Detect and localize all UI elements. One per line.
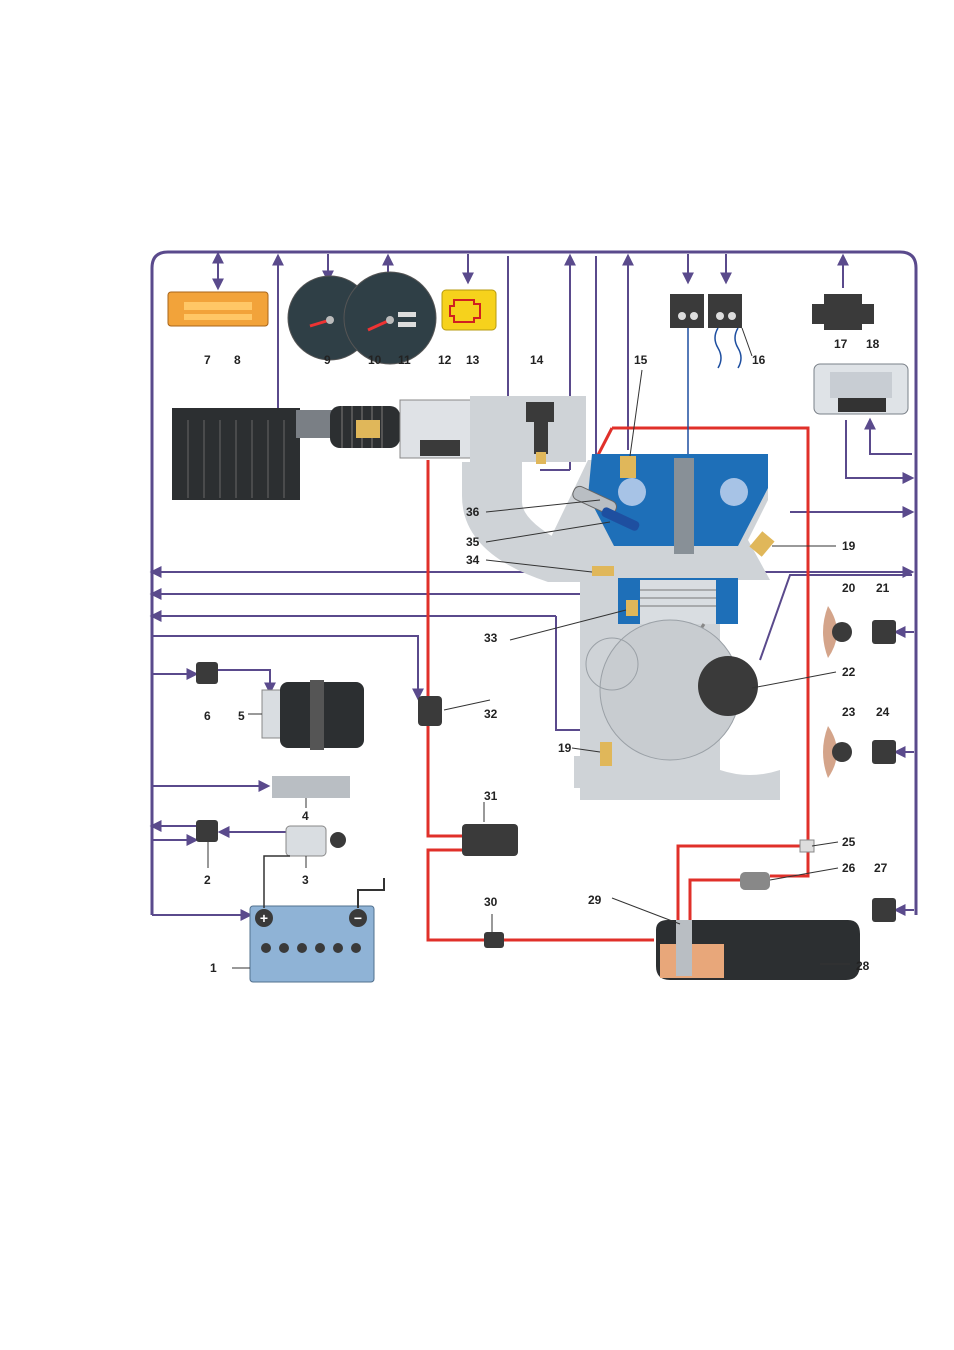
label-17: 17 xyxy=(834,337,848,351)
label-5: 5 xyxy=(238,709,245,723)
label-12: 12 xyxy=(438,353,452,367)
label-1: 1 xyxy=(210,961,217,975)
label-25: 25 xyxy=(842,835,856,849)
label-14: 14 xyxy=(530,353,544,367)
label-34: 34 xyxy=(466,553,480,567)
label-26: 26 xyxy=(842,861,856,875)
label-20: 20 xyxy=(842,581,856,595)
label-6: 6 xyxy=(204,709,211,723)
label-28: 28 xyxy=(856,959,870,973)
main-relay xyxy=(812,294,874,330)
diagnostic-connector xyxy=(168,292,268,326)
label-30: 30 xyxy=(484,895,498,909)
label-10: 10 xyxy=(368,353,382,367)
left-bus-connections xyxy=(152,572,912,915)
label-33: 33 xyxy=(484,631,498,645)
label-19-lower: 19 xyxy=(558,741,572,755)
label-22: 22 xyxy=(842,665,856,679)
label-23: 23 xyxy=(842,705,856,719)
label-35: 35 xyxy=(466,535,480,549)
engine-control-unit xyxy=(814,364,908,414)
label-19: 19 xyxy=(842,539,856,553)
check-engine-lamp xyxy=(442,290,496,330)
air-filter xyxy=(172,408,300,500)
label-9: 9 xyxy=(324,353,331,367)
label-13: 13 xyxy=(466,353,480,367)
signal-bus-frame xyxy=(152,252,916,915)
label-4: 4 xyxy=(302,809,309,823)
label-24: 24 xyxy=(876,705,890,719)
label-11: 11 xyxy=(398,353,411,367)
label-27: 27 xyxy=(874,861,888,875)
battery-plus-terminal: + xyxy=(260,910,268,926)
label-15: 15 xyxy=(634,353,648,367)
instrument-cluster xyxy=(288,272,436,364)
label-31: 31 xyxy=(484,789,498,803)
label-32: 32 xyxy=(484,707,498,721)
label-7: 7 xyxy=(204,353,211,367)
label-16: 16 xyxy=(752,353,766,367)
label-36: 36 xyxy=(466,505,480,519)
battery-minus-terminal: − xyxy=(354,910,362,926)
left-components xyxy=(196,662,364,856)
label-18: 18 xyxy=(866,337,880,351)
label-29: 29 xyxy=(588,893,602,907)
label-21: 21 xyxy=(876,581,890,595)
intake-hose xyxy=(296,406,400,448)
fuel-tank xyxy=(656,920,860,980)
battery: + − xyxy=(250,856,384,982)
right-bus-connections xyxy=(760,420,914,910)
ignition-coils xyxy=(670,294,742,328)
label-8: 8 xyxy=(234,353,241,367)
label-2: 2 xyxy=(204,873,211,887)
label-3: 3 xyxy=(302,873,309,887)
